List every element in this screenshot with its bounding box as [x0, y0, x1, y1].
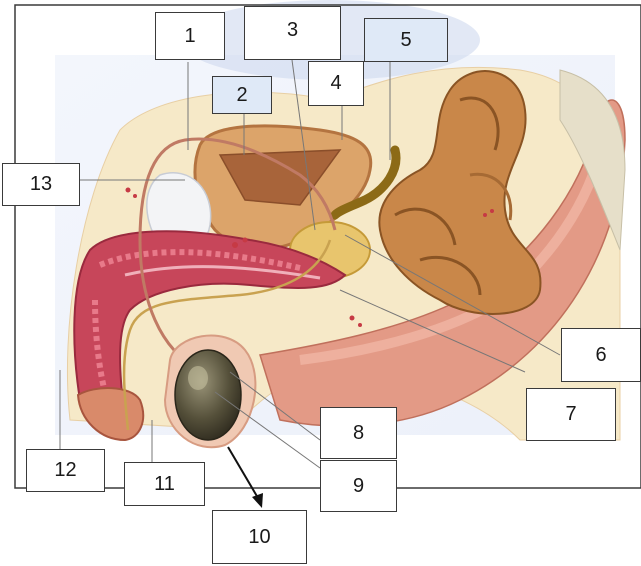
label-8: 8 [320, 407, 397, 459]
label-9: 9 [320, 460, 397, 512]
label-7: 7 [526, 388, 616, 441]
testis [175, 350, 241, 440]
label-12: 12 [26, 449, 105, 492]
label-5: 5 [364, 18, 448, 62]
label-13: 13 [2, 163, 80, 206]
label-3: 3 [244, 6, 341, 60]
arrow-to-10 [228, 447, 263, 508]
label-1: 1 [155, 12, 225, 60]
label-4: 4 [308, 61, 364, 106]
label-10: 10 [212, 510, 307, 564]
testis-highlight [188, 366, 208, 390]
label-2: 2 [212, 76, 272, 114]
label-6: 6 [561, 328, 641, 382]
label-11: 11 [124, 462, 205, 506]
